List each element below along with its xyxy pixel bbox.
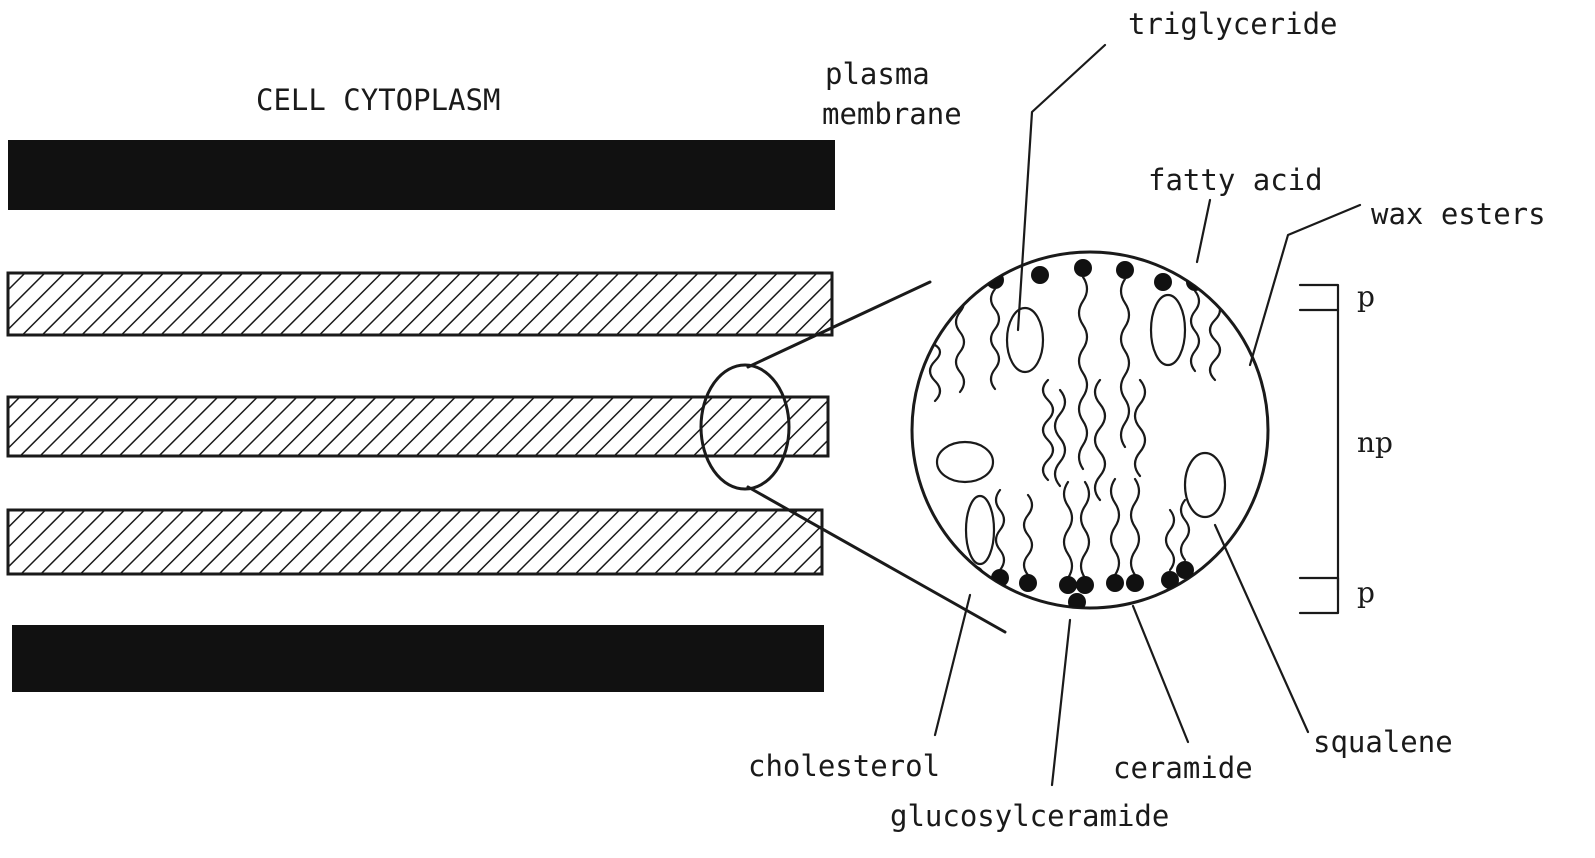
lipid-molecules [930,259,1225,611]
glucosylceramide-label: glucosylceramide [890,799,1169,833]
tail-mid-2 [1055,390,1065,486]
head-bottom-1 [966,566,984,584]
tail-top-5 [1121,279,1129,447]
tail-bottom-5 [1111,479,1119,575]
hatched-layer-1 [8,273,832,335]
cholesterol-label: cholesterol [748,749,940,783]
tail-bottom-7 [1166,510,1174,570]
wax-esters-label: wax esters [1371,197,1546,231]
layer-stack [8,140,835,692]
head-top-1 [951,274,969,292]
squalene-label: squalene [1313,725,1453,759]
hatched-layer-3 [8,510,822,574]
tail-bottom-4 [1081,482,1089,578]
cell-cytoplasm-label: CELL CYTOPLASM [256,83,500,117]
tail-top-3 [930,345,940,401]
fatty-acid-leader [1197,200,1210,262]
squalene-loop-right [1185,453,1225,517]
bracket-polar-top [1300,285,1338,310]
tail-mid-3 [1095,380,1105,500]
head-bottom-7 [1106,574,1124,592]
triglyceride-loop-top [1007,308,1043,372]
tail-bottom-8 [1181,500,1189,560]
cytoplasm-layer-top [8,140,835,210]
tail-mid-4 [1135,380,1145,476]
tail-bottom-6 [1131,479,1139,575]
head-bottom-6 [1076,576,1094,594]
fatty-acid-label: fatty acid [1148,163,1323,197]
cholesterol-leader [935,595,970,735]
tail-bottom-1 [996,490,1004,570]
head-top-2 [986,271,1004,289]
tail-top-6 [1191,291,1199,371]
tail-bottom-2 [1024,495,1032,575]
ceramide-leader [1133,606,1188,742]
head-bottom-3 [1019,574,1037,592]
magnified-bilayer-circle [912,252,1268,608]
tail-top-2 [991,289,999,389]
plasma-membrane-label-line1: plasma [825,57,930,91]
triglyceride-loop-top-2 [1151,295,1185,365]
polar-top-label: p [1357,280,1375,313]
polar-bottom-label: p [1357,576,1375,609]
glucosylceramide-leader [1052,620,1070,785]
head-top-7 [1186,273,1204,291]
head-bottom-10 [1176,561,1194,579]
head-top-6 [1154,273,1172,291]
tail-top-7 [1210,300,1220,380]
bracket-polar-bottom [1300,578,1338,613]
tail-top-4 [1079,277,1087,469]
leader-lines [935,45,1360,785]
triglyceride-leader [1018,45,1105,330]
tail-bottom-3 [1064,482,1072,578]
squalene-loop-left [937,442,993,482]
ceramide-label: ceramide [1113,751,1253,785]
head-top-3 [1031,266,1049,284]
triglyceride-label: triglyceride [1128,7,1338,41]
tail-mid-1 [1043,380,1053,480]
head-top-4 [1074,259,1092,277]
cytoplasm-layer-bottom [12,625,824,692]
head-top-5 [1116,261,1134,279]
head-bottom-8 [1126,574,1144,592]
nonpolar-label: np [1357,426,1393,459]
head-bottom-4 [1059,576,1077,594]
polarity-brackets [1300,285,1338,613]
plasma-membrane-label-line2: membrane [822,97,962,131]
cholesterol-loop [966,496,994,564]
squalene-leader [1215,525,1308,732]
